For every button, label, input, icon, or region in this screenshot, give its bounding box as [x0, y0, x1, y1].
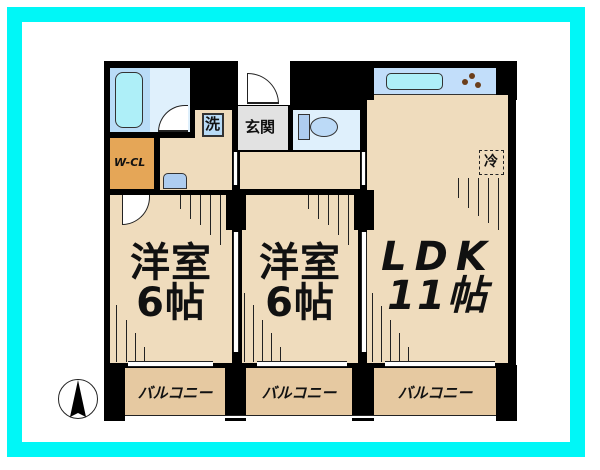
closet-hatch [220, 195, 221, 245]
window-room2 [257, 361, 347, 367]
stove-burner-icon [462, 79, 468, 85]
closet-hatch [318, 195, 319, 219]
toilet-bowl-icon [310, 117, 338, 137]
closet-hatch [144, 347, 145, 362]
sliding-door-hallway-ldk [361, 152, 366, 185]
closet-hatch [458, 178, 459, 198]
closet-hatch [338, 195, 339, 235]
washer-icon: 洗 [202, 113, 224, 137]
closet-hatch [328, 195, 329, 225]
closet-hatch [478, 178, 479, 216]
window-ldk [385, 361, 495, 367]
balcony-divider [496, 365, 517, 421]
pillar [226, 190, 246, 230]
kitchen-sink-icon [386, 73, 443, 90]
ldk-room [374, 95, 508, 363]
closet-hatch [390, 320, 391, 362]
closet-hatch [180, 195, 181, 209]
room2-size: 6帖 [265, 280, 335, 326]
ldk-lower-extension [367, 100, 377, 363]
refrigerator-space: 冷 [479, 150, 504, 175]
ldk-right-wall [508, 100, 516, 389]
closet-hatch [498, 178, 499, 230]
closet-hatch [308, 195, 309, 209]
toilet-tank-icon [298, 114, 310, 140]
balcony-1: バルコニー [125, 368, 225, 418]
closet-hatch [408, 347, 409, 362]
balcony-1-label: バルコニー [137, 384, 213, 402]
outer-gap [513, 100, 523, 390]
closet-hatch [126, 320, 127, 362]
closet-hatch [468, 178, 469, 208]
closet-hatch [348, 195, 349, 245]
balcony-3: バルコニー [374, 368, 496, 418]
balcony-2: バルコニー [246, 368, 352, 418]
room1-name: 洋室 [130, 240, 212, 286]
balcony-divider [225, 365, 246, 421]
closet-hatch [280, 347, 281, 362]
room2-name: 洋室 [259, 240, 341, 286]
balcony-divider [104, 365, 125, 421]
washer-label: 洗 [205, 115, 221, 133]
sliding-door-room2-ldk [361, 232, 367, 352]
closet-hatch [399, 333, 400, 362]
closet-hatch [262, 320, 263, 362]
ldk-name: LDK [381, 234, 495, 280]
closet-hatch [381, 306, 382, 362]
balcony-railing [125, 415, 496, 418]
closet-hatch [271, 333, 272, 362]
room1-size: 6帖 [136, 280, 206, 326]
wcl-label: W-CL [114, 156, 146, 169]
sink-icon [163, 173, 187, 189]
closet-hatch [488, 178, 489, 223]
balcony-3-label: バルコニー [397, 384, 473, 402]
walk-in-closet: W-CL [110, 138, 154, 189]
window-room1 [128, 361, 213, 367]
north-arrow-icon [58, 379, 98, 419]
stove-burner-icon [475, 82, 481, 88]
pillar [354, 190, 374, 230]
sliding-door-hallway [233, 152, 238, 185]
balcony-2-label: バルコニー [261, 384, 337, 402]
entrance: 玄関 [238, 106, 288, 150]
closet-hatch [116, 305, 117, 362]
entrance-label: 玄関 [245, 118, 276, 136]
closet-hatch [372, 293, 373, 362]
closet-hatch [200, 195, 201, 225]
closet-hatch [244, 293, 245, 362]
closet-hatch [135, 333, 136, 362]
balcony-divider [352, 365, 374, 421]
closet-hatch [190, 195, 191, 219]
closet-hatch [253, 305, 254, 362]
closet-hatch [210, 195, 211, 235]
hallway [240, 152, 360, 189]
refrigerator-label: 冷 [484, 154, 498, 170]
ldk-size: 11帖 [387, 273, 489, 319]
stove-burner-icon [469, 73, 475, 79]
bathtub-icon [115, 72, 143, 128]
sliding-door-room1-room2 [233, 232, 239, 352]
